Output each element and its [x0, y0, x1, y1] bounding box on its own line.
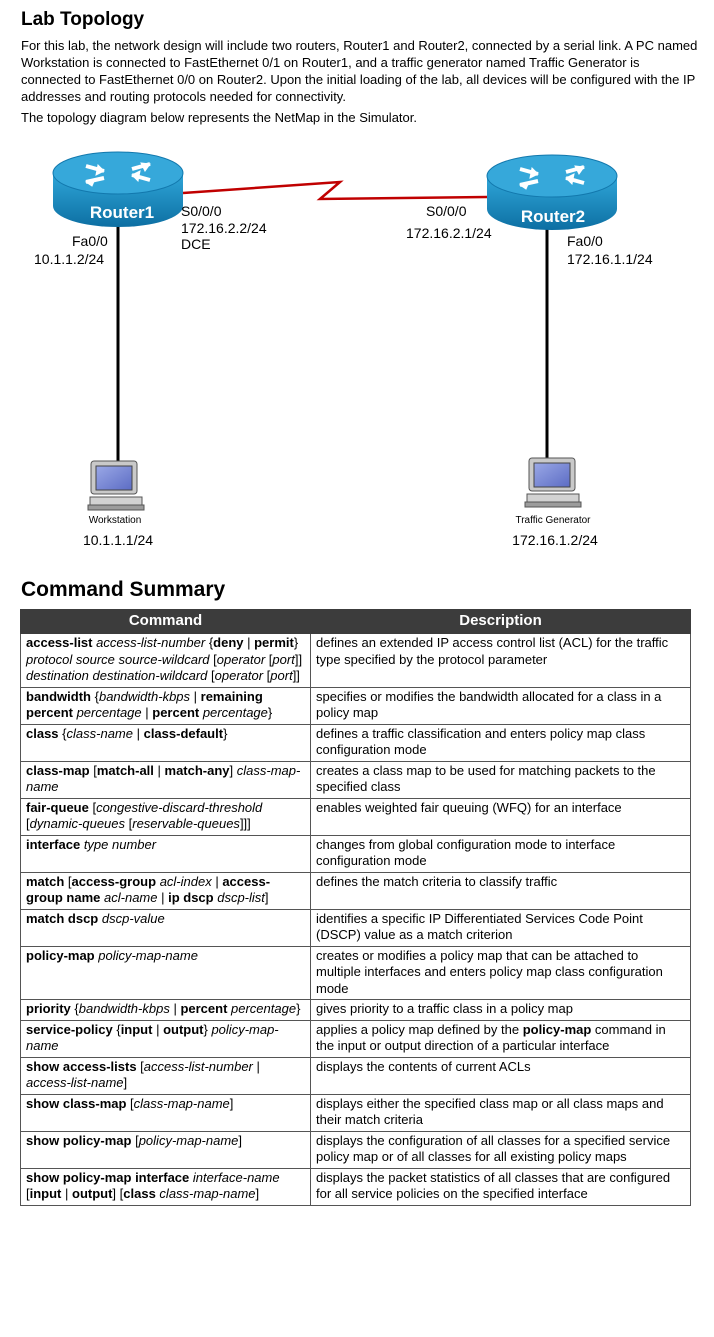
command-cell: access-list access-list-number {deny | p… — [20, 633, 311, 688]
table-row: priority {bandwidth-kbps | percent perce… — [20, 999, 691, 1021]
serial-link — [182, 180, 488, 201]
command-cell: match dscp dscp-value — [20, 908, 311, 947]
topology-diagram: Router1 Router2 S0/0/0 172.16.2.2/24 DCE… — [34, 151, 653, 548]
router1-fa-if: Fa0/0 — [72, 233, 108, 249]
command-cell: match [access-group acl-index | access-g… — [20, 871, 311, 910]
command-cell: policy-map policy-map-name — [20, 945, 311, 1000]
command-cell: class {class-name | class-default} — [20, 723, 311, 762]
description-cell: displays the configuration of all classe… — [310, 1130, 691, 1169]
column-header-command: Command — [20, 609, 311, 634]
router1-serial-if: S0/0/0 — [181, 203, 222, 219]
router1-icon[interactable]: Router1 — [52, 151, 184, 227]
command-cell: fair-queue [congestive-discard-threshold… — [20, 797, 311, 836]
workstation-ip: 10.1.1.1/24 — [83, 532, 153, 548]
description-cell: creates a class map to be used for match… — [310, 760, 691, 799]
description-cell: defines an extended IP access control li… — [310, 633, 691, 688]
command-cell: show policy-map interface interface-name… — [20, 1167, 311, 1206]
table-row: service-policy {input | output} policy-m… — [20, 1019, 691, 1058]
traffic-generator-ip: 172.16.1.2/24 — [512, 532, 598, 548]
description-cell: creates or modifies a policy map that ca… — [310, 945, 691, 1000]
router1-fa-ip: 10.1.1.2/24 — [34, 251, 104, 267]
command-cell: service-policy {input | output} policy-m… — [20, 1019, 311, 1058]
table-row: class {class-name | class-default}define… — [20, 723, 691, 762]
netmap-note: The topology diagram below represents th… — [21, 110, 417, 125]
router2-icon[interactable]: Router2 — [486, 154, 618, 230]
description-cell: displays either the specified class map … — [310, 1093, 691, 1132]
router2-fa-if: Fa0/0 — [567, 233, 603, 249]
command-table-body: access-list access-list-number {deny | p… — [20, 633, 691, 1206]
table-row: show policy-map interface interface-name… — [20, 1167, 691, 1206]
traffic-generator-label: Traffic Generator — [515, 515, 591, 526]
table-header-row: Command Description — [20, 609, 691, 634]
description-cell: defines a traffic classification and ent… — [310, 723, 691, 762]
description-cell: gives priority to a traffic class in a p… — [310, 999, 691, 1021]
command-cell: bandwidth {bandwidth-kbps | remaining pe… — [20, 686, 311, 725]
router2-serial-if: S0/0/0 — [426, 203, 467, 219]
table-row: show access-lists [access-list-number | … — [20, 1056, 691, 1095]
description-cell: defines the match criteria to classify t… — [310, 871, 691, 910]
command-cell: priority {bandwidth-kbps | percent perce… — [20, 999, 311, 1021]
command-cell: class-map [match-all | match-any] class-… — [20, 760, 311, 799]
command-cell: interface type number — [20, 834, 311, 873]
intro-paragraph: For this lab, the network design will in… — [21, 38, 698, 104]
router2-label: Router2 — [521, 207, 585, 226]
description-cell: displays the packet statistics of all cl… — [310, 1167, 691, 1206]
column-header-description: Description — [310, 609, 691, 634]
traffic-generator-pc-icon[interactable] — [524, 457, 582, 508]
router1-dce-label: DCE — [181, 236, 211, 252]
table-row: fair-queue [congestive-discard-threshold… — [20, 797, 691, 836]
command-summary-heading: Command Summary — [21, 578, 226, 601]
command-cell: show access-lists [access-list-number | … — [20, 1056, 311, 1095]
table-row: match [access-group acl-index | access-g… — [20, 871, 691, 910]
lab-topology-heading: Lab Topology — [21, 9, 145, 30]
router2-serial-ip: 172.16.2.1/24 — [406, 225, 492, 241]
table-row: show class-map [class-map-name]displays … — [20, 1093, 691, 1132]
command-summary-table: Command Description access-list access-l… — [20, 609, 691, 1206]
router1-serial-ip: 172.16.2.2/24 — [181, 220, 267, 236]
table-row: show policy-map [policy-map-name]display… — [20, 1130, 691, 1169]
workstation-label: Workstation — [89, 515, 142, 526]
table-row: access-list access-list-number {deny | p… — [20, 633, 691, 688]
workstation-pc-icon[interactable] — [87, 460, 145, 511]
command-cell: show class-map [class-map-name] — [20, 1093, 311, 1132]
description-cell: enables weighted fair queuing (WFQ) for … — [310, 797, 691, 836]
description-cell: identifies a specific IP Differentiated … — [310, 908, 691, 947]
description-cell: displays the contents of current ACLs — [310, 1056, 691, 1095]
description-cell: applies a policy map defined by the poli… — [310, 1019, 691, 1058]
router2-fa-ip: 172.16.1.1/24 — [567, 251, 653, 267]
router1-label: Router1 — [90, 203, 154, 222]
table-row: bandwidth {bandwidth-kbps | remaining pe… — [20, 686, 691, 725]
description-cell: specifies or modifies the bandwidth allo… — [310, 686, 691, 725]
command-cell: show policy-map [policy-map-name] — [20, 1130, 311, 1169]
description-cell: changes from global configuration mode t… — [310, 834, 691, 873]
table-row: class-map [match-all | match-any] class-… — [20, 760, 691, 799]
